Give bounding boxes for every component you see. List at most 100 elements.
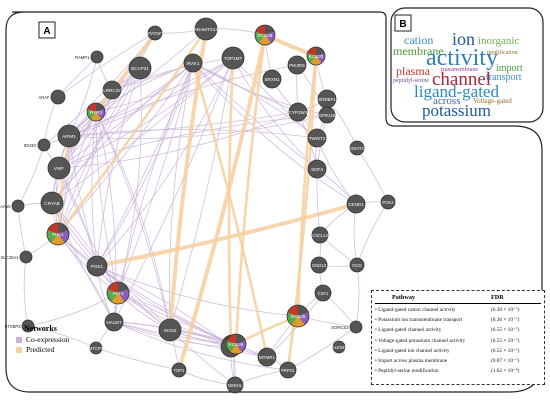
table-row: • Ligand-gated channel activity(6.55 × 1… (375, 327, 541, 336)
node-circle (147, 25, 163, 41)
node-htatsf1[interactable]: HTATSF1 (146, 25, 165, 41)
node-cxcl14[interactable]: CXCL14 (311, 226, 329, 244)
node-gnat3[interactable]: GNAT3 (349, 140, 364, 156)
node-label: GNAT3 (350, 146, 364, 151)
coexpression-edge (111, 57, 234, 91)
node-pie-slice (118, 289, 130, 302)
node-label: NSDHL (228, 383, 243, 388)
predicted-edge (177, 33, 267, 372)
node-bcap31[interactable]: BCAP31 (128, 56, 152, 80)
node-cryab[interactable]: CRYAB (40, 191, 64, 215)
node-pie-slice (265, 25, 275, 35)
node-label: MTCP1 (89, 346, 104, 351)
node-pie-slice (111, 293, 125, 305)
node-srxn1[interactable]: SRXN1 (262, 69, 282, 89)
node-haus7[interactable]: HAUS7 (104, 312, 124, 332)
node-stxbp3[interactable]: STXBP3 (4, 319, 35, 333)
node-ryr3[interactable]: RYR3 (86, 102, 106, 122)
node-gng13[interactable]: GNG13 (310, 256, 328, 274)
node-circle (171, 362, 187, 378)
coexpression-edge (178, 369, 236, 386)
table-header-pathway: Pathway (392, 294, 416, 301)
node-kcnj5[interactable]: KCNJ5 (286, 304, 310, 328)
node-pgk2[interactable]: PGK2 (380, 194, 396, 210)
coexpression-edge (95, 57, 234, 113)
node-label: KCNJ3 (309, 54, 324, 59)
node-kcnj6[interactable]: KCNJ6 (225, 333, 247, 355)
node-label: SLC25A1 (1, 255, 20, 260)
node-circle (11, 199, 25, 213)
node-pgk1[interactable]: PGK1 (86, 255, 108, 277)
node-nsdhl[interactable]: NSDHL (226, 376, 244, 394)
coexpression-edge (57, 32, 156, 98)
panel-a-label: A (43, 26, 50, 37)
node-label: FHL1 (52, 232, 64, 237)
node-idh3g[interactable]: IDH3G (24, 138, 51, 152)
node-naa10[interactable]: NAA10 (0, 199, 25, 213)
node-gcg[interactable]: GCG (349, 257, 365, 273)
panel-a-frame (5, 11, 543, 393)
table-cell-pathway: • Peptidyl-serine modification (375, 368, 439, 375)
node-adamts17[interactable]: ADAMTS17 (194, 17, 219, 41)
coexpression-edge (57, 89, 113, 235)
node-vwf[interactable]: VWF (47, 156, 71, 180)
node-scn3[interactable]: SCN3 (158, 318, 182, 342)
coexpression-edge (17, 205, 27, 258)
coexpression-edge (27, 325, 97, 349)
node-mtmr1[interactable]: MTMR1 (257, 347, 277, 367)
node-circle (311, 226, 329, 244)
coexpression-edge (68, 56, 98, 137)
node-cend1[interactable]: CEND1 (346, 194, 366, 214)
coexpression-edge (17, 144, 45, 207)
node-pie-slice (255, 31, 265, 44)
node-top1mt[interactable]: TOP1MT (221, 46, 245, 70)
coexpression-edge (51, 67, 141, 204)
node-circle (257, 347, 277, 367)
coexpression-edge (58, 111, 299, 169)
node-twist2[interactable]: TWIST2 (307, 128, 327, 148)
table-cell-fdr: (1.62 × 10⁻⁶) (491, 368, 520, 375)
node-araf[interactable]: ARAF (38, 89, 66, 105)
node-circle (128, 56, 152, 80)
node-srebf1[interactable]: SREBF1 (317, 89, 337, 109)
node-pie-slice (96, 109, 106, 120)
node-pie-slice (47, 223, 58, 234)
coexpression-edge (117, 62, 194, 294)
node-label: LRRC32 (103, 88, 121, 93)
predicted-edge (227, 56, 235, 349)
node-sorcs3[interactable]: SORCS3 (331, 320, 363, 334)
node-irak1[interactable]: IRAK1 (183, 53, 203, 73)
node-gpr146[interactable]: GPR146 (318, 106, 336, 124)
node-pie-slice (298, 312, 309, 325)
node-mtcp1[interactable]: MTCP1 (89, 341, 104, 355)
node-lrrc32[interactable]: LRRC32 (102, 80, 122, 100)
node-akt2[interactable]: AKT2 (106, 281, 130, 305)
node-cyp2w1[interactable]: CYP2W1 (289, 102, 308, 122)
node-circle (89, 341, 103, 355)
panel-b-frame (390, 7, 544, 123)
coexpression-edge (23, 256, 29, 327)
node-ramp1[interactable]: RAMP1 (75, 50, 104, 64)
node-top1[interactable]: TOP1 (171, 362, 187, 378)
node-label: GNG13 (312, 263, 327, 268)
node-prps1[interactable]: PRPS1 (279, 361, 297, 379)
node-sdf4[interactable]: SDF4 (307, 159, 327, 179)
node-aifm1[interactable]: AIFM1 (57, 124, 81, 148)
node-kcnj9[interactable]: KCNJ9 (254, 24, 276, 46)
node-pik3r5[interactable]: PIK3R5 (287, 55, 307, 75)
node-circle (37, 138, 51, 152)
node-pie-slice (298, 305, 309, 316)
node-pie-slice (291, 316, 305, 328)
legend-swatch-predicted (16, 347, 22, 353)
coexpression-edge (43, 96, 59, 146)
coexpression-edge (58, 62, 194, 169)
node-circle (226, 376, 244, 394)
node-slc25a1[interactable]: SLC25A1 (1, 250, 33, 264)
node-label: TOP1 (174, 368, 186, 373)
coexpression-edge (96, 265, 299, 317)
panel-b-label: B (399, 19, 406, 30)
node-fhl1[interactable]: FHL1 (46, 222, 70, 246)
node-kcnj3[interactable]: KCNJ3 (306, 46, 326, 66)
node-selenon[interactable]: SELENON (329, 340, 349, 354)
node-csf1[interactable]: CSF1 (314, 284, 332, 302)
